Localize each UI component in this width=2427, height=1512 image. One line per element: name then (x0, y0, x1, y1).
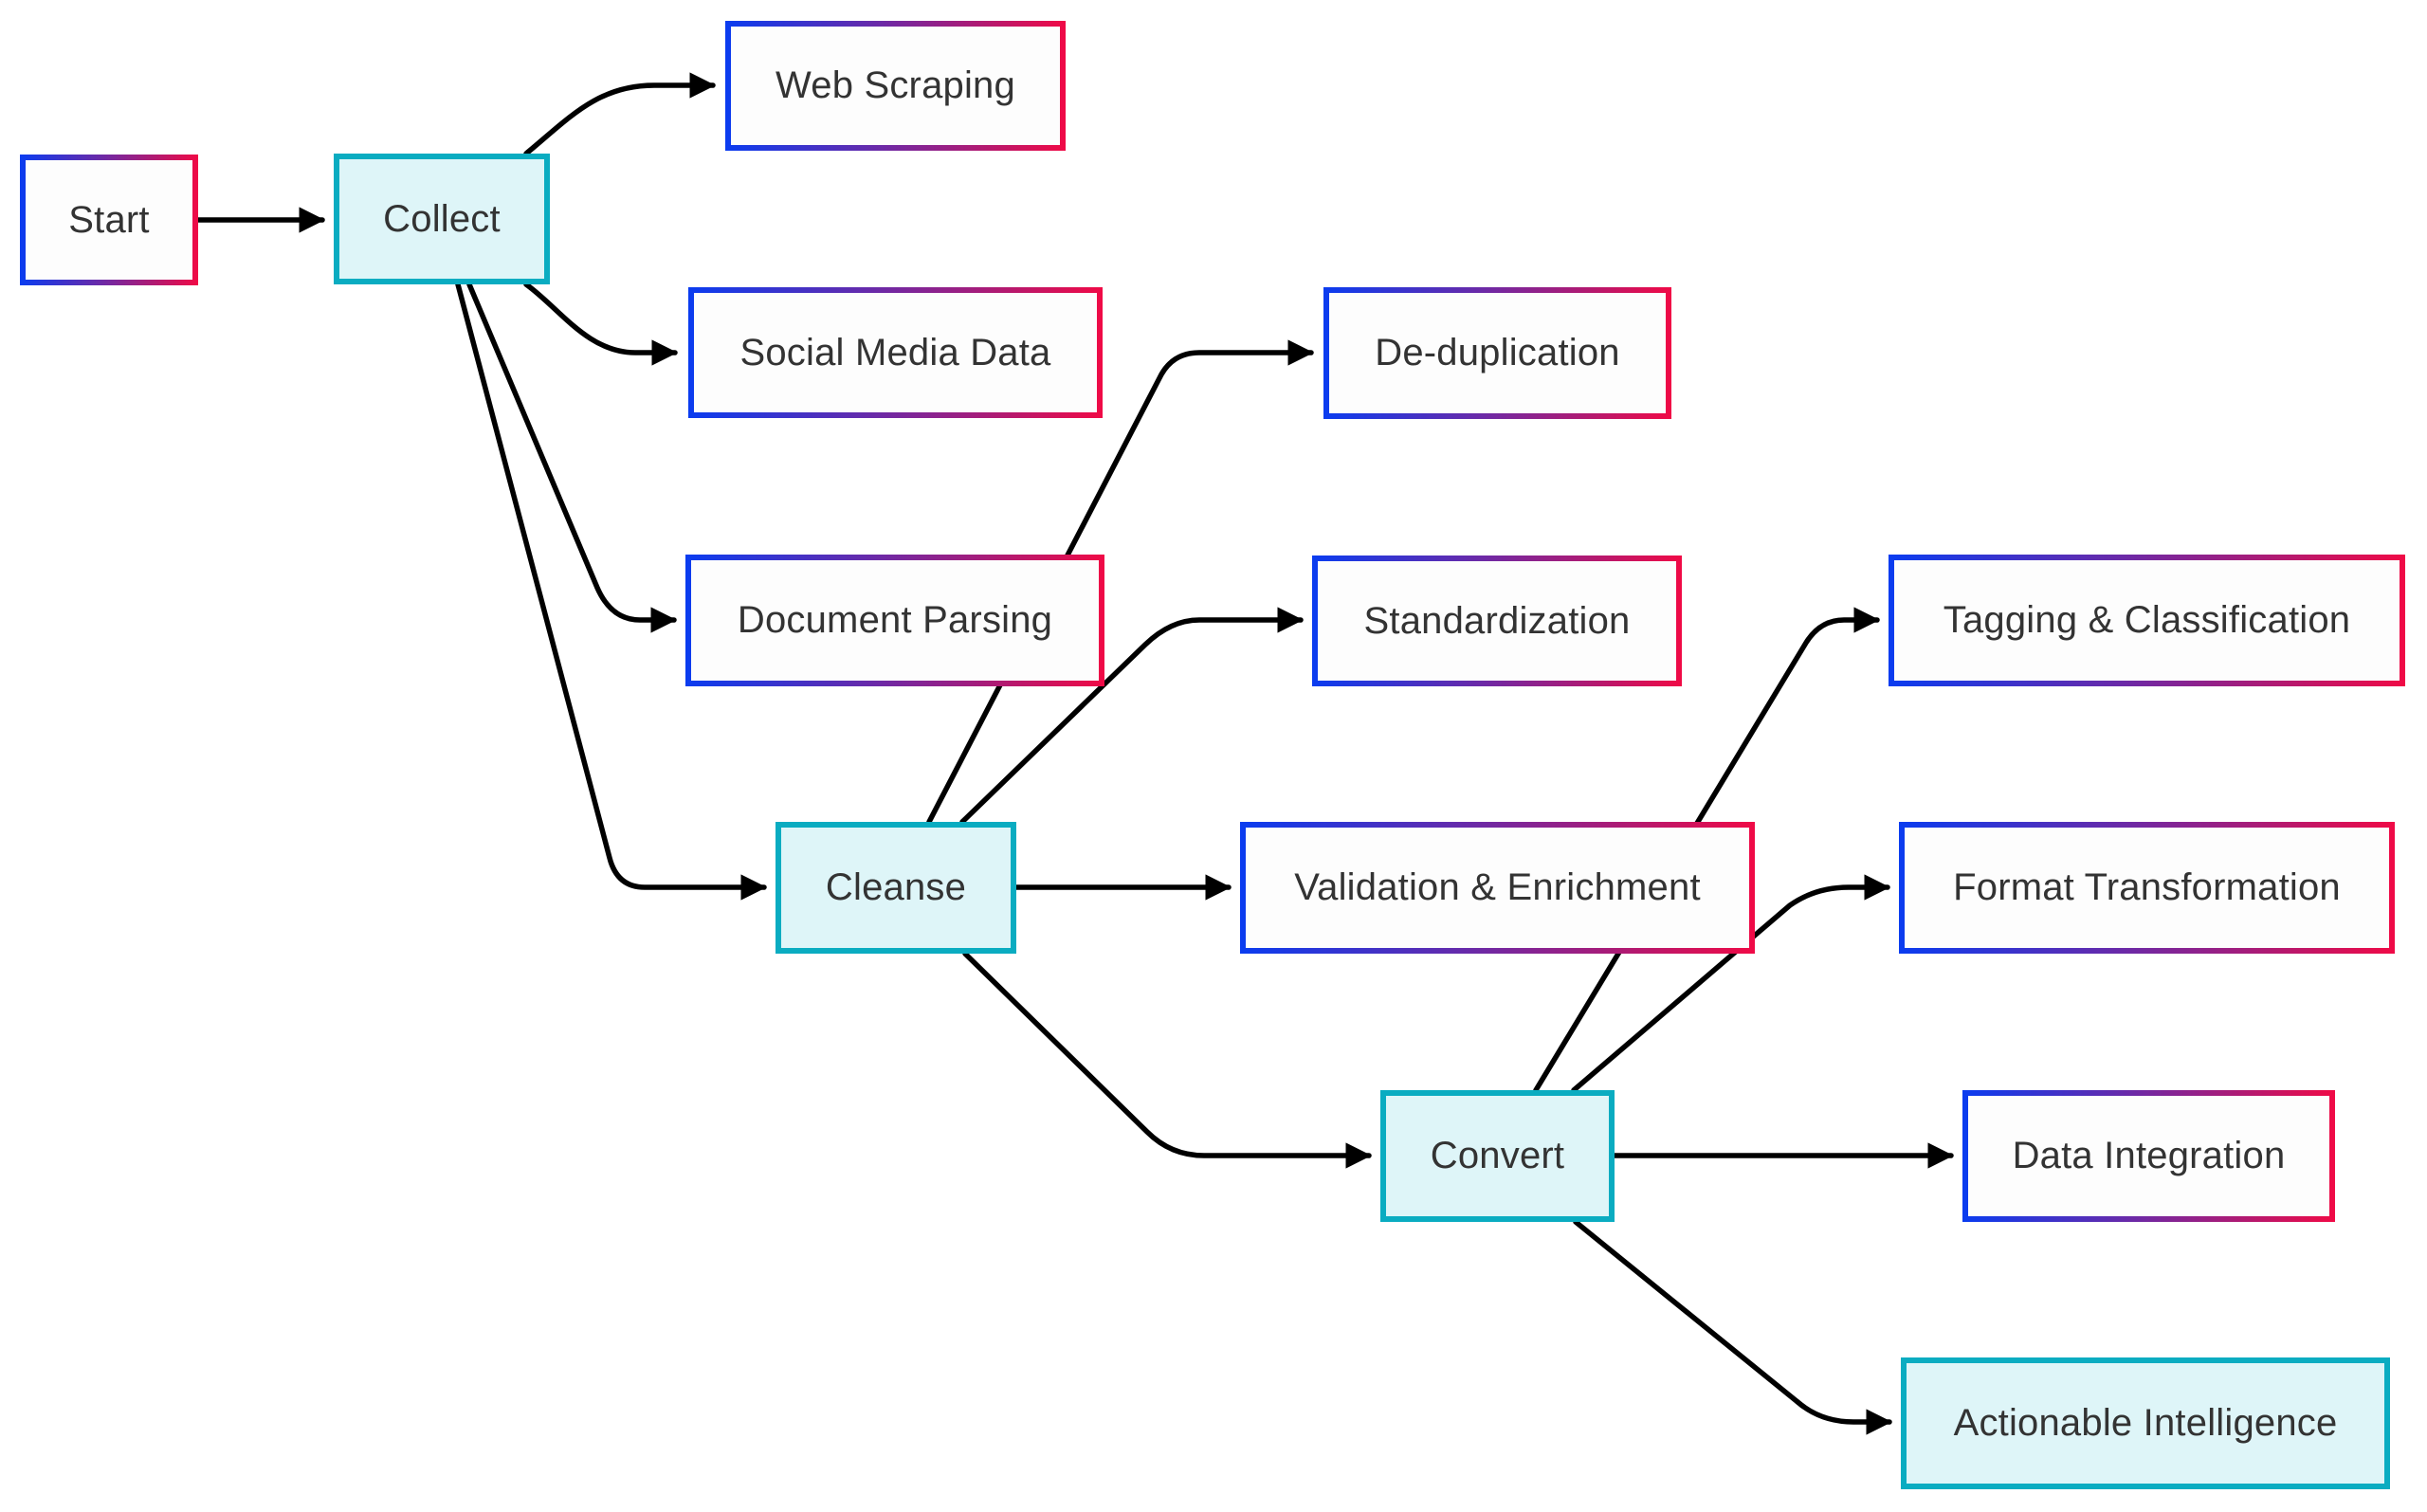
node-label: Format Transformation (1953, 866, 2341, 908)
node-label: Standardization (1363, 599, 1631, 642)
edge-collect-social-media (523, 282, 678, 366)
edge-collect-document-parsing (466, 282, 677, 633)
node-validation-enrichment[interactable]: Validation & Enrichment (1240, 822, 1755, 954)
node-social-media-data[interactable]: Social Media Data (688, 287, 1103, 418)
node-label: Web Scraping (776, 64, 1015, 106)
node-document-parsing[interactable]: Document Parsing (685, 555, 1104, 686)
node-label: Convert (1430, 1135, 1565, 1176)
node-start[interactable]: Start (20, 155, 198, 285)
node-label: Start (68, 198, 150, 241)
node-label: Cleanse (825, 866, 967, 908)
node-de-duplication[interactable]: De-duplication (1323, 287, 1671, 419)
node-actionable-intelligence[interactable]: Actionable Intelligence (1901, 1357, 2390, 1489)
node-label: Collect (383, 197, 501, 240)
node-data-integration[interactable]: Data Integration (1962, 1090, 2335, 1222)
node-label: Validation & Enrichment (1294, 866, 1701, 908)
node-label: Document Parsing (737, 599, 1053, 641)
edge-cleanse-convert (962, 951, 1372, 1169)
node-label: Social Media Data (739, 331, 1051, 373)
node-label: Tagging & Classification (1943, 599, 2351, 641)
node-cleanse[interactable]: Cleanse (776, 822, 1016, 954)
edge-convert-actionable (1573, 1219, 1892, 1435)
node-collect[interactable]: Collect (334, 154, 550, 284)
node-format-transformation[interactable]: Format Transformation (1899, 822, 2395, 954)
node-label: De-duplication (1375, 332, 1620, 373)
node-convert[interactable]: Convert (1380, 1090, 1615, 1222)
node-tagging-classification[interactable]: Tagging & Classification (1889, 555, 2405, 686)
node-label: Data Integration (2012, 1135, 2286, 1176)
node-web-scraping[interactable]: Web Scraping (725, 21, 1066, 151)
node-standardization[interactable]: Standardization (1312, 556, 1682, 686)
edge-collect-web-scraping (523, 72, 716, 156)
node-label: Actionable Intelligence (1953, 1402, 2338, 1444)
